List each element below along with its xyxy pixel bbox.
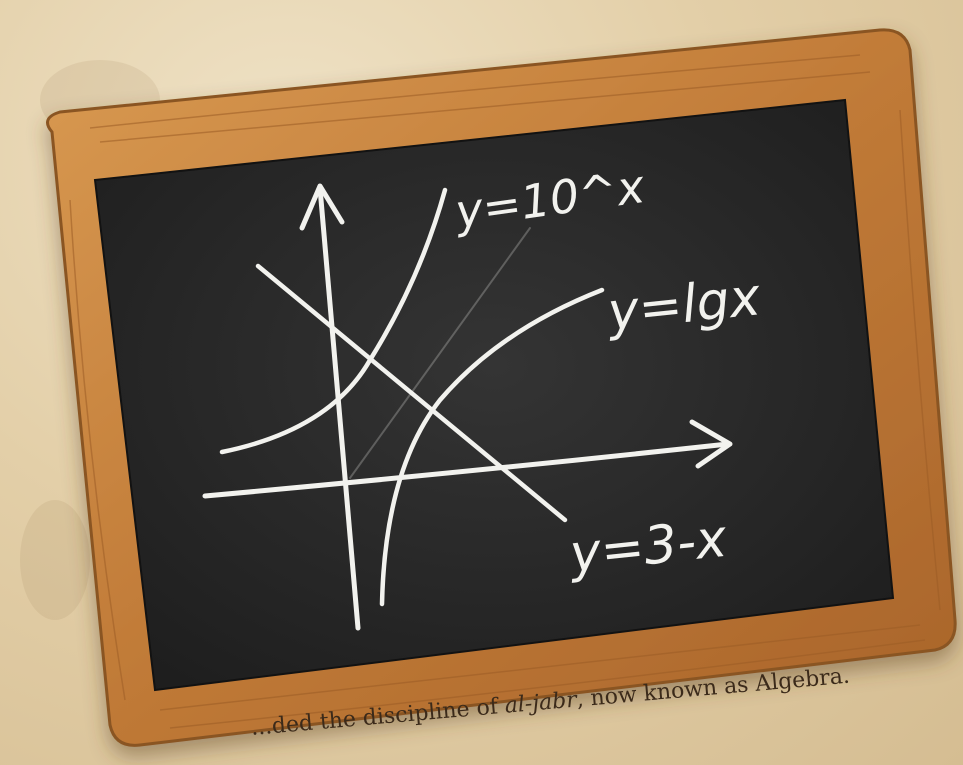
log-curve	[379, 287, 605, 607]
chalk-drawing	[202, 183, 733, 631]
chalkboard	[93, 98, 895, 692]
x-axis-arrow	[689, 419, 733, 469]
wood-grain	[69, 54, 941, 729]
y-axis-arrow	[299, 183, 345, 231]
chalk-labels: y=10^x y=lgx y=3-x	[450, 159, 764, 585]
symmetry-line	[349, 227, 531, 479]
x-axis	[202, 441, 731, 499]
paper-texture	[20, 500, 90, 620]
line-curve	[255, 263, 568, 523]
y-axis	[317, 185, 361, 631]
